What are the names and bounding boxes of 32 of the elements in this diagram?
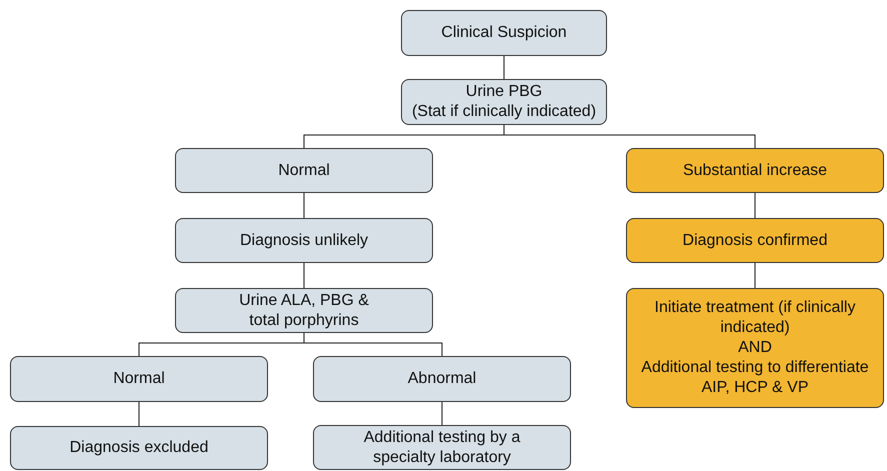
process-box (175, 218, 433, 263)
process-box (626, 218, 884, 263)
box-text: Additional testing to differentiate AIP, HCP & VP (640, 358, 870, 398)
connector-line (304, 332, 442, 356)
box-text: Normal (278, 160, 330, 180)
box-text: Normal (113, 369, 165, 389)
box-text: Diagnosis confirmed (682, 230, 828, 250)
connector-line (138, 402, 140, 426)
process-box (401, 79, 607, 125)
process-box (313, 425, 571, 470)
box-text: Diagnosis excluded (70, 438, 208, 458)
box-text: Substantial increase (682, 160, 828, 180)
box-text: (Stat if clinically indicated) (412, 102, 596, 122)
box-text: Clinical Suspicion (441, 23, 567, 43)
connector-line (504, 124, 756, 148)
connector-line (754, 192, 756, 218)
box-text: AND (738, 338, 772, 358)
process-box (626, 288, 884, 408)
box-text: Abnormal (408, 369, 476, 389)
process-box (175, 288, 433, 333)
box-text: Initiate treatment (if clinically indicated) (654, 298, 856, 338)
box-text: Urine ALA, PBG & total porphyrins (238, 290, 370, 330)
box-text: Diagnosis unlikely (240, 230, 368, 250)
process-box (313, 356, 571, 402)
process-box (175, 148, 433, 193)
box-text: Additional testing by a specialty laboratory (362, 428, 522, 468)
process-box (626, 148, 884, 193)
process-box (10, 356, 268, 402)
connector-line (754, 262, 756, 288)
process-box (10, 426, 268, 470)
box-text: Urine PBG (466, 82, 542, 102)
process-box (401, 10, 607, 56)
